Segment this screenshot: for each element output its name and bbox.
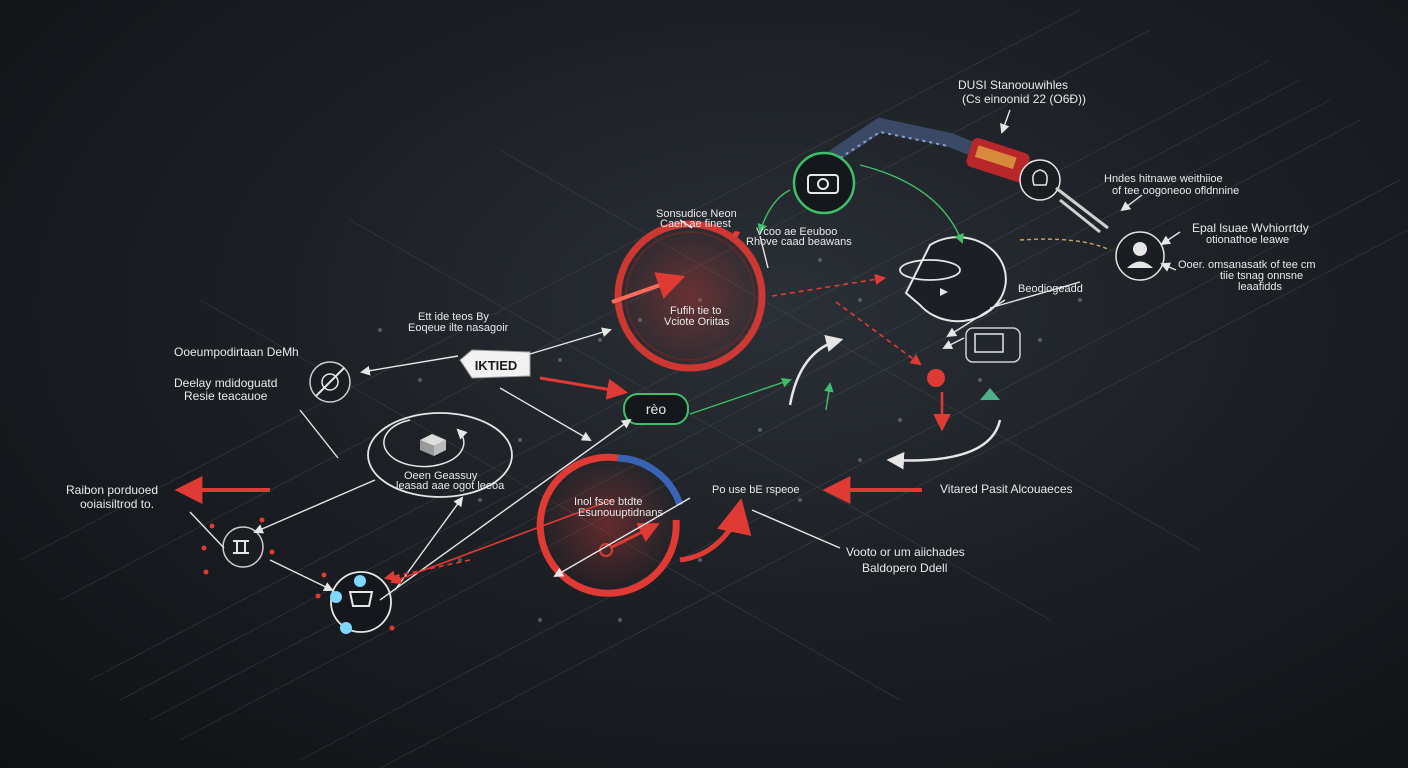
monitor-icon[interactable] bbox=[965, 327, 1021, 363]
left-label-3: Raibon porduoed bbox=[66, 483, 159, 497]
upper-ring bbox=[611, 218, 768, 374]
user-icon[interactable] bbox=[1115, 231, 1165, 281]
top-right-title: DUSI Stanoouwihles bbox=[958, 78, 1069, 92]
right-low-label-2: tiie tsnag onnsne bbox=[1220, 270, 1304, 282]
mid-label: Po use bE rspeoe bbox=[712, 484, 800, 496]
note-label-1: Vooto or um aiichades bbox=[846, 545, 965, 559]
left-label-2: Resie teacauoe bbox=[184, 389, 268, 403]
left-heading: Ooeumpodirtaan DeMh bbox=[174, 345, 299, 359]
green-arrows bbox=[689, 164, 1111, 415]
upper-ring-label-2: Vciote Oriitas bbox=[664, 316, 730, 328]
location-pin-icon[interactable] bbox=[927, 369, 951, 432]
right-mid-label-1: Epal lsuae Wvhiorrtdy bbox=[1192, 221, 1309, 235]
right-upper-label-1: Hndes hitnawe weithiioe bbox=[1104, 173, 1223, 185]
tag-text: IKTIED bbox=[475, 358, 518, 373]
chip-node[interactable]: rèo bbox=[623, 393, 689, 425]
right-low-label-3: leaafidds bbox=[1238, 281, 1283, 293]
lightbulb-icon[interactable] bbox=[1019, 159, 1061, 201]
top-right-subtitle: (Cs einoonid 22 (O6Ð)) bbox=[962, 92, 1087, 106]
note-label-2: Baldopero Ddell bbox=[862, 561, 948, 575]
red-arrows bbox=[174, 231, 922, 585]
loop-center-label-2: Esunouuptidnans bbox=[578, 507, 664, 519]
center-top-label-1: Sonsudice Neon bbox=[656, 208, 737, 220]
vis-label: Vitared Pasit Alcouaeces bbox=[940, 482, 1073, 496]
left-label-1: Deelay mdidoguatd bbox=[174, 376, 278, 390]
cycle-arrows bbox=[788, 334, 1002, 470]
marker-dots bbox=[201, 231, 739, 631]
cart-icon[interactable] bbox=[330, 571, 392, 634]
background-dots bbox=[378, 258, 1082, 622]
right-low-label-1: Ooer. omsanasatk of tee cm bbox=[1178, 259, 1316, 271]
tag-node[interactable]: IKTIED bbox=[459, 349, 531, 379]
right-upper-label-2: of tee oogoneoo ofldnnine bbox=[1112, 185, 1240, 197]
disc-label-1: Oeen Geassuy bbox=[404, 470, 478, 482]
cube-disc bbox=[367, 412, 513, 498]
center-top-label-3: Vcoo ae Eeuboo bbox=[756, 226, 838, 238]
white-arrows bbox=[189, 109, 1181, 601]
cube-icon[interactable] bbox=[420, 434, 446, 456]
center-top-label-4: Rhove caad beawans bbox=[746, 236, 852, 248]
tag-caption-1: Ett ide teos By bbox=[418, 311, 489, 323]
tag-caption-2: Eoqeue ilte nasagoir bbox=[408, 322, 509, 334]
lower-ring bbox=[536, 453, 752, 597]
left-label-4: ooiaisiltrod to. bbox=[80, 497, 155, 511]
loop-center-label: Inol fsce btdte bbox=[574, 496, 643, 508]
center-top-label-2: Caen ae finest bbox=[660, 218, 731, 230]
network-icon[interactable] bbox=[222, 526, 264, 568]
bridge-label: Beodiogeadd bbox=[1018, 283, 1083, 295]
right-mid-label-2: otionathoe leawe bbox=[1206, 234, 1290, 246]
disc-label-2: leasad aae ogot leeoa bbox=[396, 480, 505, 492]
gamepad-icon[interactable] bbox=[899, 236, 1007, 323]
settings-off-icon[interactable] bbox=[309, 361, 351, 403]
upper-ring-label-1: Fufih tie to bbox=[670, 305, 722, 317]
gripper-icon bbox=[966, 138, 1030, 182]
camera-icon[interactable] bbox=[792, 151, 856, 215]
chip-text: rèo bbox=[646, 401, 666, 417]
